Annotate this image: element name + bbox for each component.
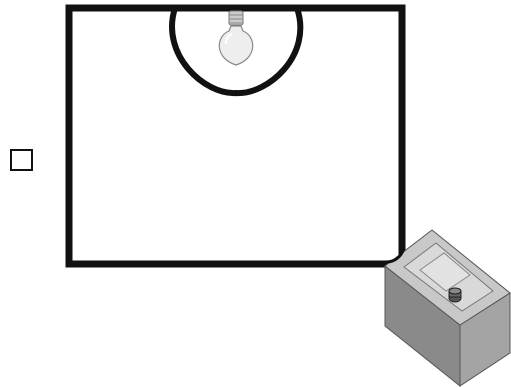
light-bulb-icon [219,11,252,65]
battery-icon [385,230,510,386]
answer-checkbox[interactable] [11,150,32,170]
